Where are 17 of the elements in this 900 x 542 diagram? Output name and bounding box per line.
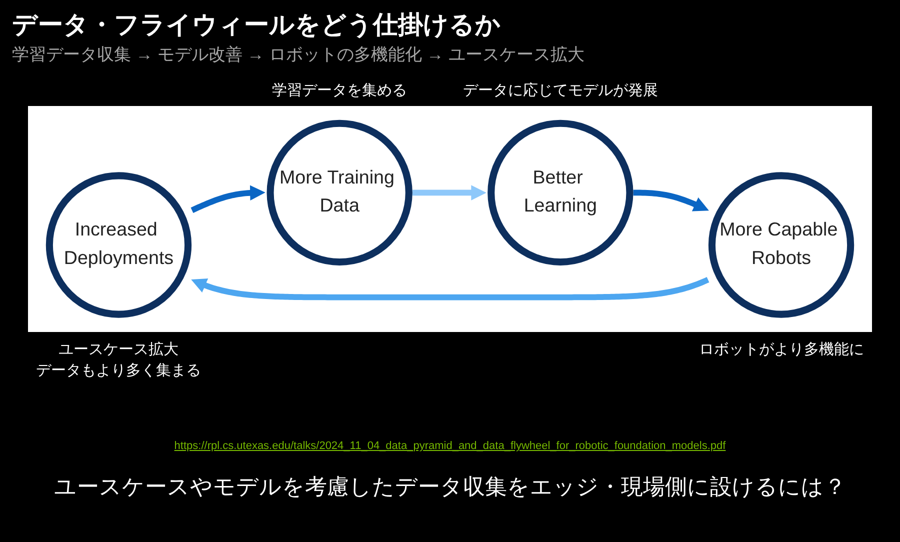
question-text: ユースケースやモデルを考慮したデータ収集をエッジ・現場側に設けるには？	[54, 473, 846, 501]
stage-circle: More Training Data	[266, 120, 412, 266]
annotation-text: ロボットがより多機能に	[698, 340, 864, 360]
annotation-text: データもより多く集まる	[36, 360, 202, 381]
annotation-text: データに応じてモデルが発展	[462, 81, 658, 101]
annotation-text: ユースケース拡大	[58, 340, 179, 360]
source-link: https://rpl.cs.utexas.edu/talks/2024_11_04_data_pyramid_and_data_flywheel_for_robotic_foundation_models.pdf	[174, 440, 726, 452]
annotation-text: 学習データを集める	[272, 81, 408, 101]
stage-circle: Increased Deployments	[46, 172, 192, 318]
subtitle: 学習データ収集 → モデル改善 → ロボットの多機能化 → ユースケース拡大	[12, 44, 584, 66]
arrow	[190, 185, 266, 213]
arrow	[632, 190, 709, 212]
stage-circle: Better Learning	[488, 120, 634, 266]
arrow	[191, 276, 710, 300]
arrow	[412, 185, 486, 200]
slide-title: データ・フライウィールをどう仕掛けるか	[12, 10, 501, 41]
stage-circle: More Capable Robots	[708, 172, 854, 318]
